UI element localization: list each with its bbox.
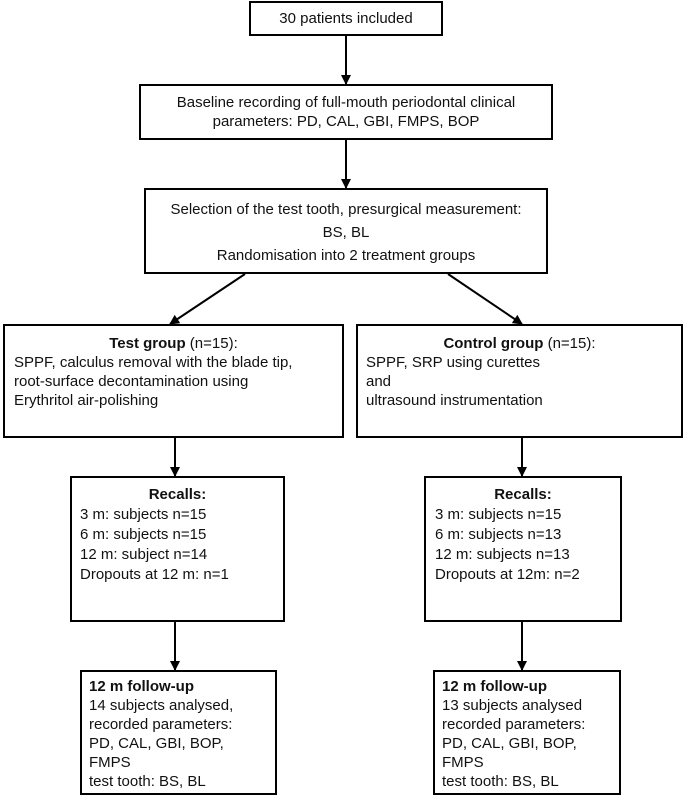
selection-line-2: BS, BL [322,224,370,241]
control-group-count: (n=15): [543,335,596,352]
control-recalls-box: Recalls: 3 m: subjects n=15 6 m: subject… [424,476,622,622]
test-group-line-1: SPPF, calculus removal with the blade ti… [14,354,293,371]
control-recalls-item: Dropouts at 12m: n=2 [435,566,580,583]
control-recalls-item: 6 m: subjects n=13 [435,526,562,543]
control-followup-item: FMPS [442,754,484,771]
test-recalls-item: Dropouts at 12 m: n=1 [80,566,229,583]
patients-included-text: 30 patients included [279,10,413,27]
test-followup-item: test tooth: BS, BL [89,773,206,790]
control-group-box: Control group (n=15): SPPF, SRP using cu… [356,324,683,438]
selection-randomisation-box: Selection of the test tooth, presurgical… [144,188,548,274]
test-followup-box: 12 m follow-up 14 subjects analysed, rec… [80,670,277,795]
control-recalls-item: 3 m: subjects n=15 [435,506,562,523]
control-followup-item: PD, CAL, GBI, BOP, [442,735,577,752]
control-recalls-item: 12 m: subjects n=13 [435,546,570,563]
test-group-heading: Test group (n=15): [14,334,342,353]
selection-line-1: Selection of the test tooth, presurgical… [170,201,522,218]
test-recalls-item: 12 m: subject n=14 [80,546,208,563]
arrow-selection-to-control-group [447,273,523,325]
test-group-count: (n=15): [185,335,238,352]
test-followup-item: recorded parameters: [89,716,233,733]
test-followup-item: FMPS [89,754,131,771]
test-recalls-title: Recalls: [148,486,207,503]
control-followup-item: 13 subjects analysed [442,697,583,714]
control-group-line-1: SPPF, SRP using curettes [366,354,540,371]
baseline-line-1: Baseline recording of full-mouth periodo… [176,94,516,111]
selection-line-3: Randomisation into 2 treatment groups [216,247,476,264]
control-followup-item: test tooth: BS, BL [442,773,559,790]
patients-included-box: 30 patients included [249,1,443,36]
test-followup-item: 14 subjects analysed, [89,697,234,714]
control-followup-title: 12 m follow-up [442,678,547,695]
control-group-line-3: ultrasound instrumentation [366,392,543,409]
test-followup-title: 12 m follow-up [89,678,194,695]
arrow-selection-to-test-group [169,273,246,325]
test-group-line-3: Erythritol air-polishing [14,392,159,409]
control-group-line-2: and [366,373,392,390]
test-recalls-box: Recalls: 3 m: subjects n=15 6 m: subject… [70,476,285,622]
test-group-title: Test group [109,335,186,352]
test-recalls-item: 6 m: subjects n=15 [80,526,207,543]
control-followup-box: 12 m follow-up 13 subjects analysed reco… [433,670,621,795]
control-group-heading: Control group (n=15): [366,334,681,353]
control-followup-item: recorded parameters: [442,716,586,733]
test-followup-item: PD, CAL, GBI, BOP, [89,735,224,752]
control-group-title: Control group [443,335,544,352]
control-recalls-title: Recalls: [494,486,552,503]
test-recalls-item: 3 m: subjects n=15 [80,506,207,523]
baseline-recording-box: Baseline recording of full-mouth periodo… [139,84,553,140]
baseline-line-2: parameters: PD, CAL, GBI, FMPS, BOP [212,113,480,130]
test-group-box: Test group (n=15): SPPF, calculus remova… [3,324,344,438]
test-group-line-2: root-surface decontamination using [14,373,249,390]
